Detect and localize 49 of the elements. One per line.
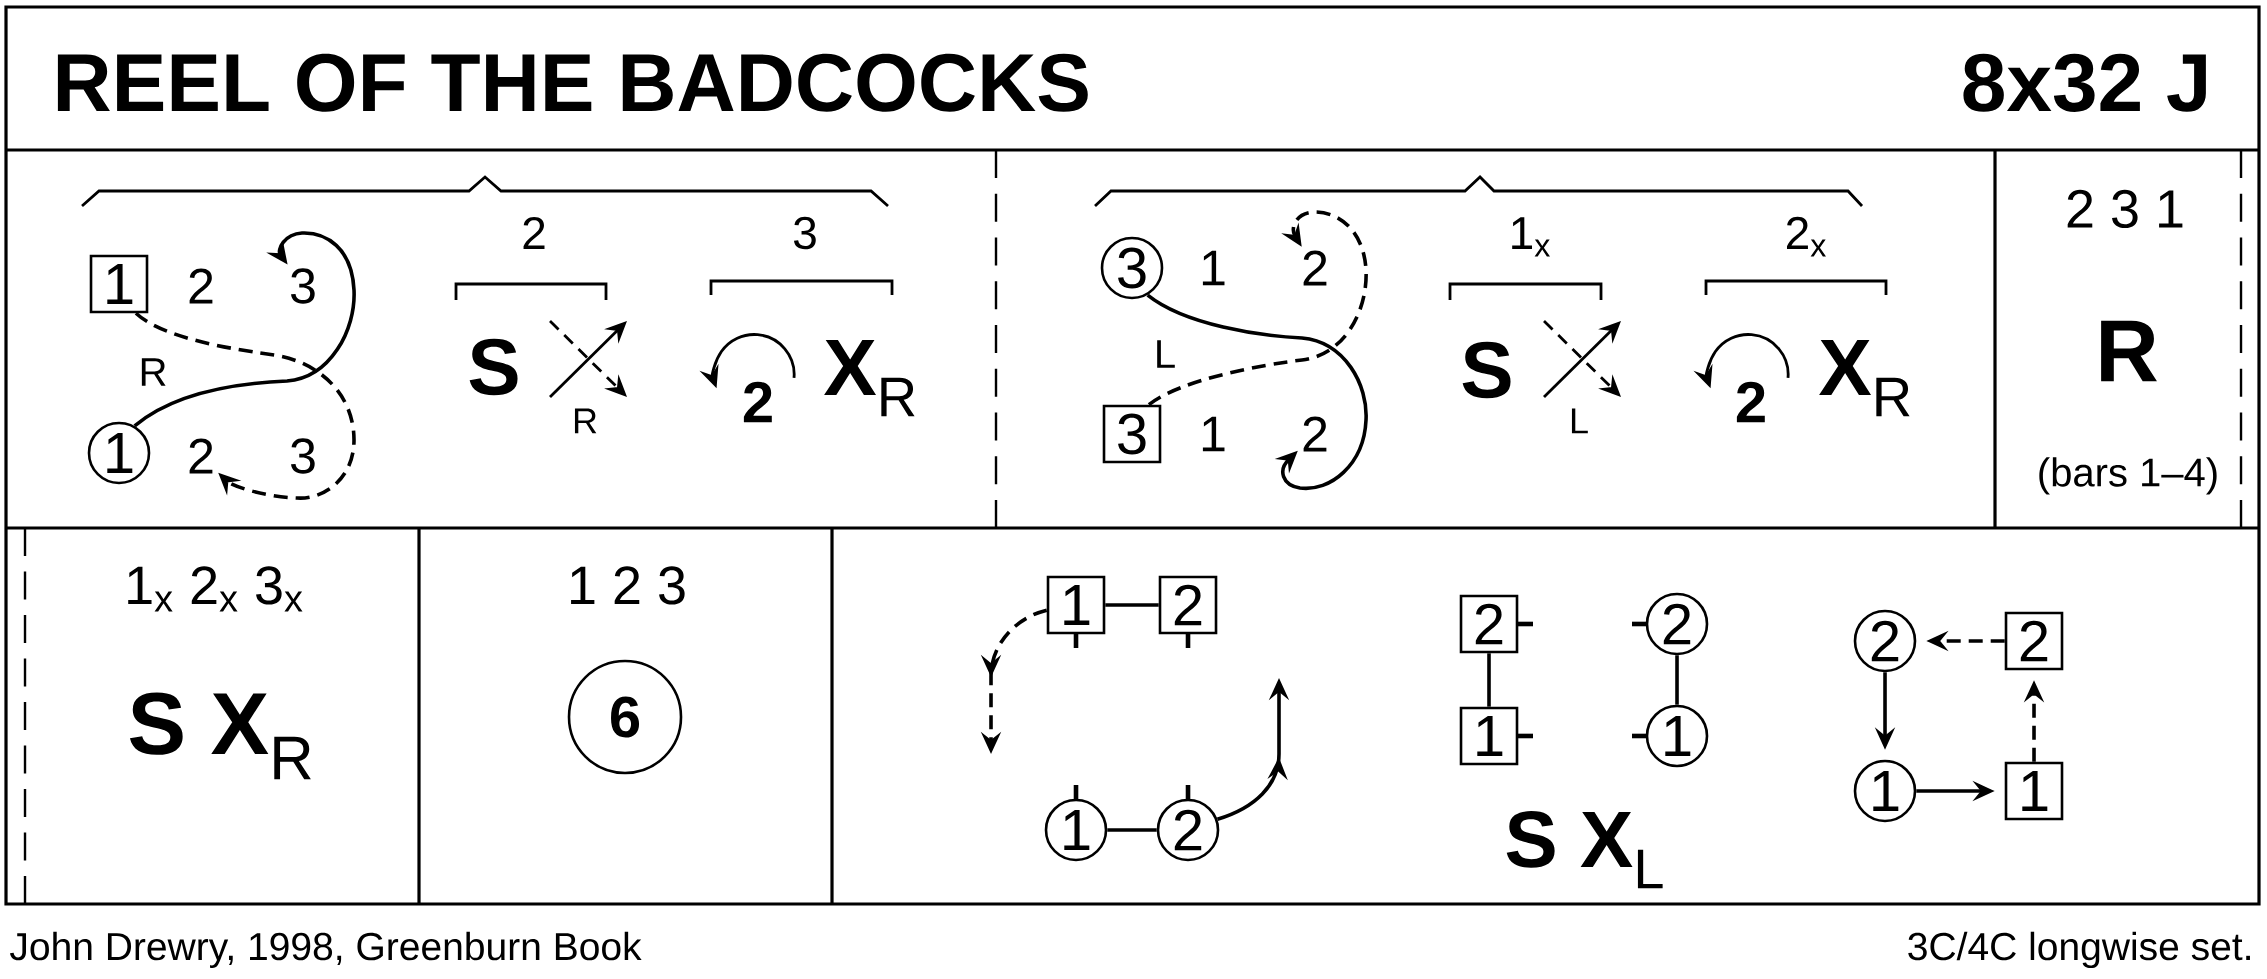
letter-symbol: X$_{R}$ [1819,339,1910,417]
position-box: 1 [2004,761,2064,821]
joining-line [1105,603,1159,607]
hand-label: L [1571,408,1588,434]
turn-count: 2 [1736,381,1765,423]
position-number: 3 [291,438,315,474]
position-box: 1 [1459,706,1519,766]
number-row: 1 2 3 [571,566,685,605]
joining-line [1107,828,1157,832]
bracket-label: 1$_{x}$ [1512,217,1550,257]
letter-symbol: X$_{R}$ [824,339,915,417]
position-number: 2 [189,438,213,474]
title: REEL OF THE BADCOCKS [57,53,1088,112]
letter-symbol: S X$_{L}$ [1506,811,1663,889]
number-row: 1$_{x}$ 2$_{x}$ 3$_{x}$ [128,566,303,612]
curved-arrow [134,311,356,500]
position-number: 1 [1202,250,1225,286]
curved-arrow [1146,293,1368,490]
curved-arrow [133,231,356,428]
hand-label: R [574,408,597,434]
position-number: 2 [1303,250,1327,286]
position-box: 1 [89,254,149,314]
letter-symbol: S X$_{R}$ [129,692,311,780]
turn-count: 2 [743,381,772,423]
footer-text: John Drewry, 1998, Greenburn Book [10,931,642,969]
letter-symbol: S [1462,341,1511,399]
position-number: 2 [1303,416,1327,452]
hand-label: R [141,358,166,386]
position-box: 3 [1102,404,1162,464]
joining-line [1675,655,1679,705]
bracket-label: 3 [793,216,816,250]
position-number: 2 [189,268,213,304]
position-number: 1 [1202,416,1225,452]
letter-symbol: R [2101,320,2157,382]
position-box: 2 [2004,611,2064,671]
joining-line [1487,653,1491,707]
format-label: 8x32 J [1963,53,2206,112]
number-row: 2 3 1 [2067,189,2183,229]
bracket-label: 2 [523,216,545,250]
bracket-label: 2$_{x}$ [1787,216,1826,257]
position-box: 2 [1158,575,1218,635]
footer-text: 3C/4C longwise set. [1908,931,2250,969]
position-box: 2 [1459,594,1519,654]
letter-symbol: S [469,338,518,396]
hand-label: L [1157,340,1175,368]
curved-arrow [1147,210,1368,407]
position-number: 3 [291,268,315,304]
bars-note: (bars 1–4) [2039,457,2217,495]
position-box: 1 [1046,575,1106,635]
